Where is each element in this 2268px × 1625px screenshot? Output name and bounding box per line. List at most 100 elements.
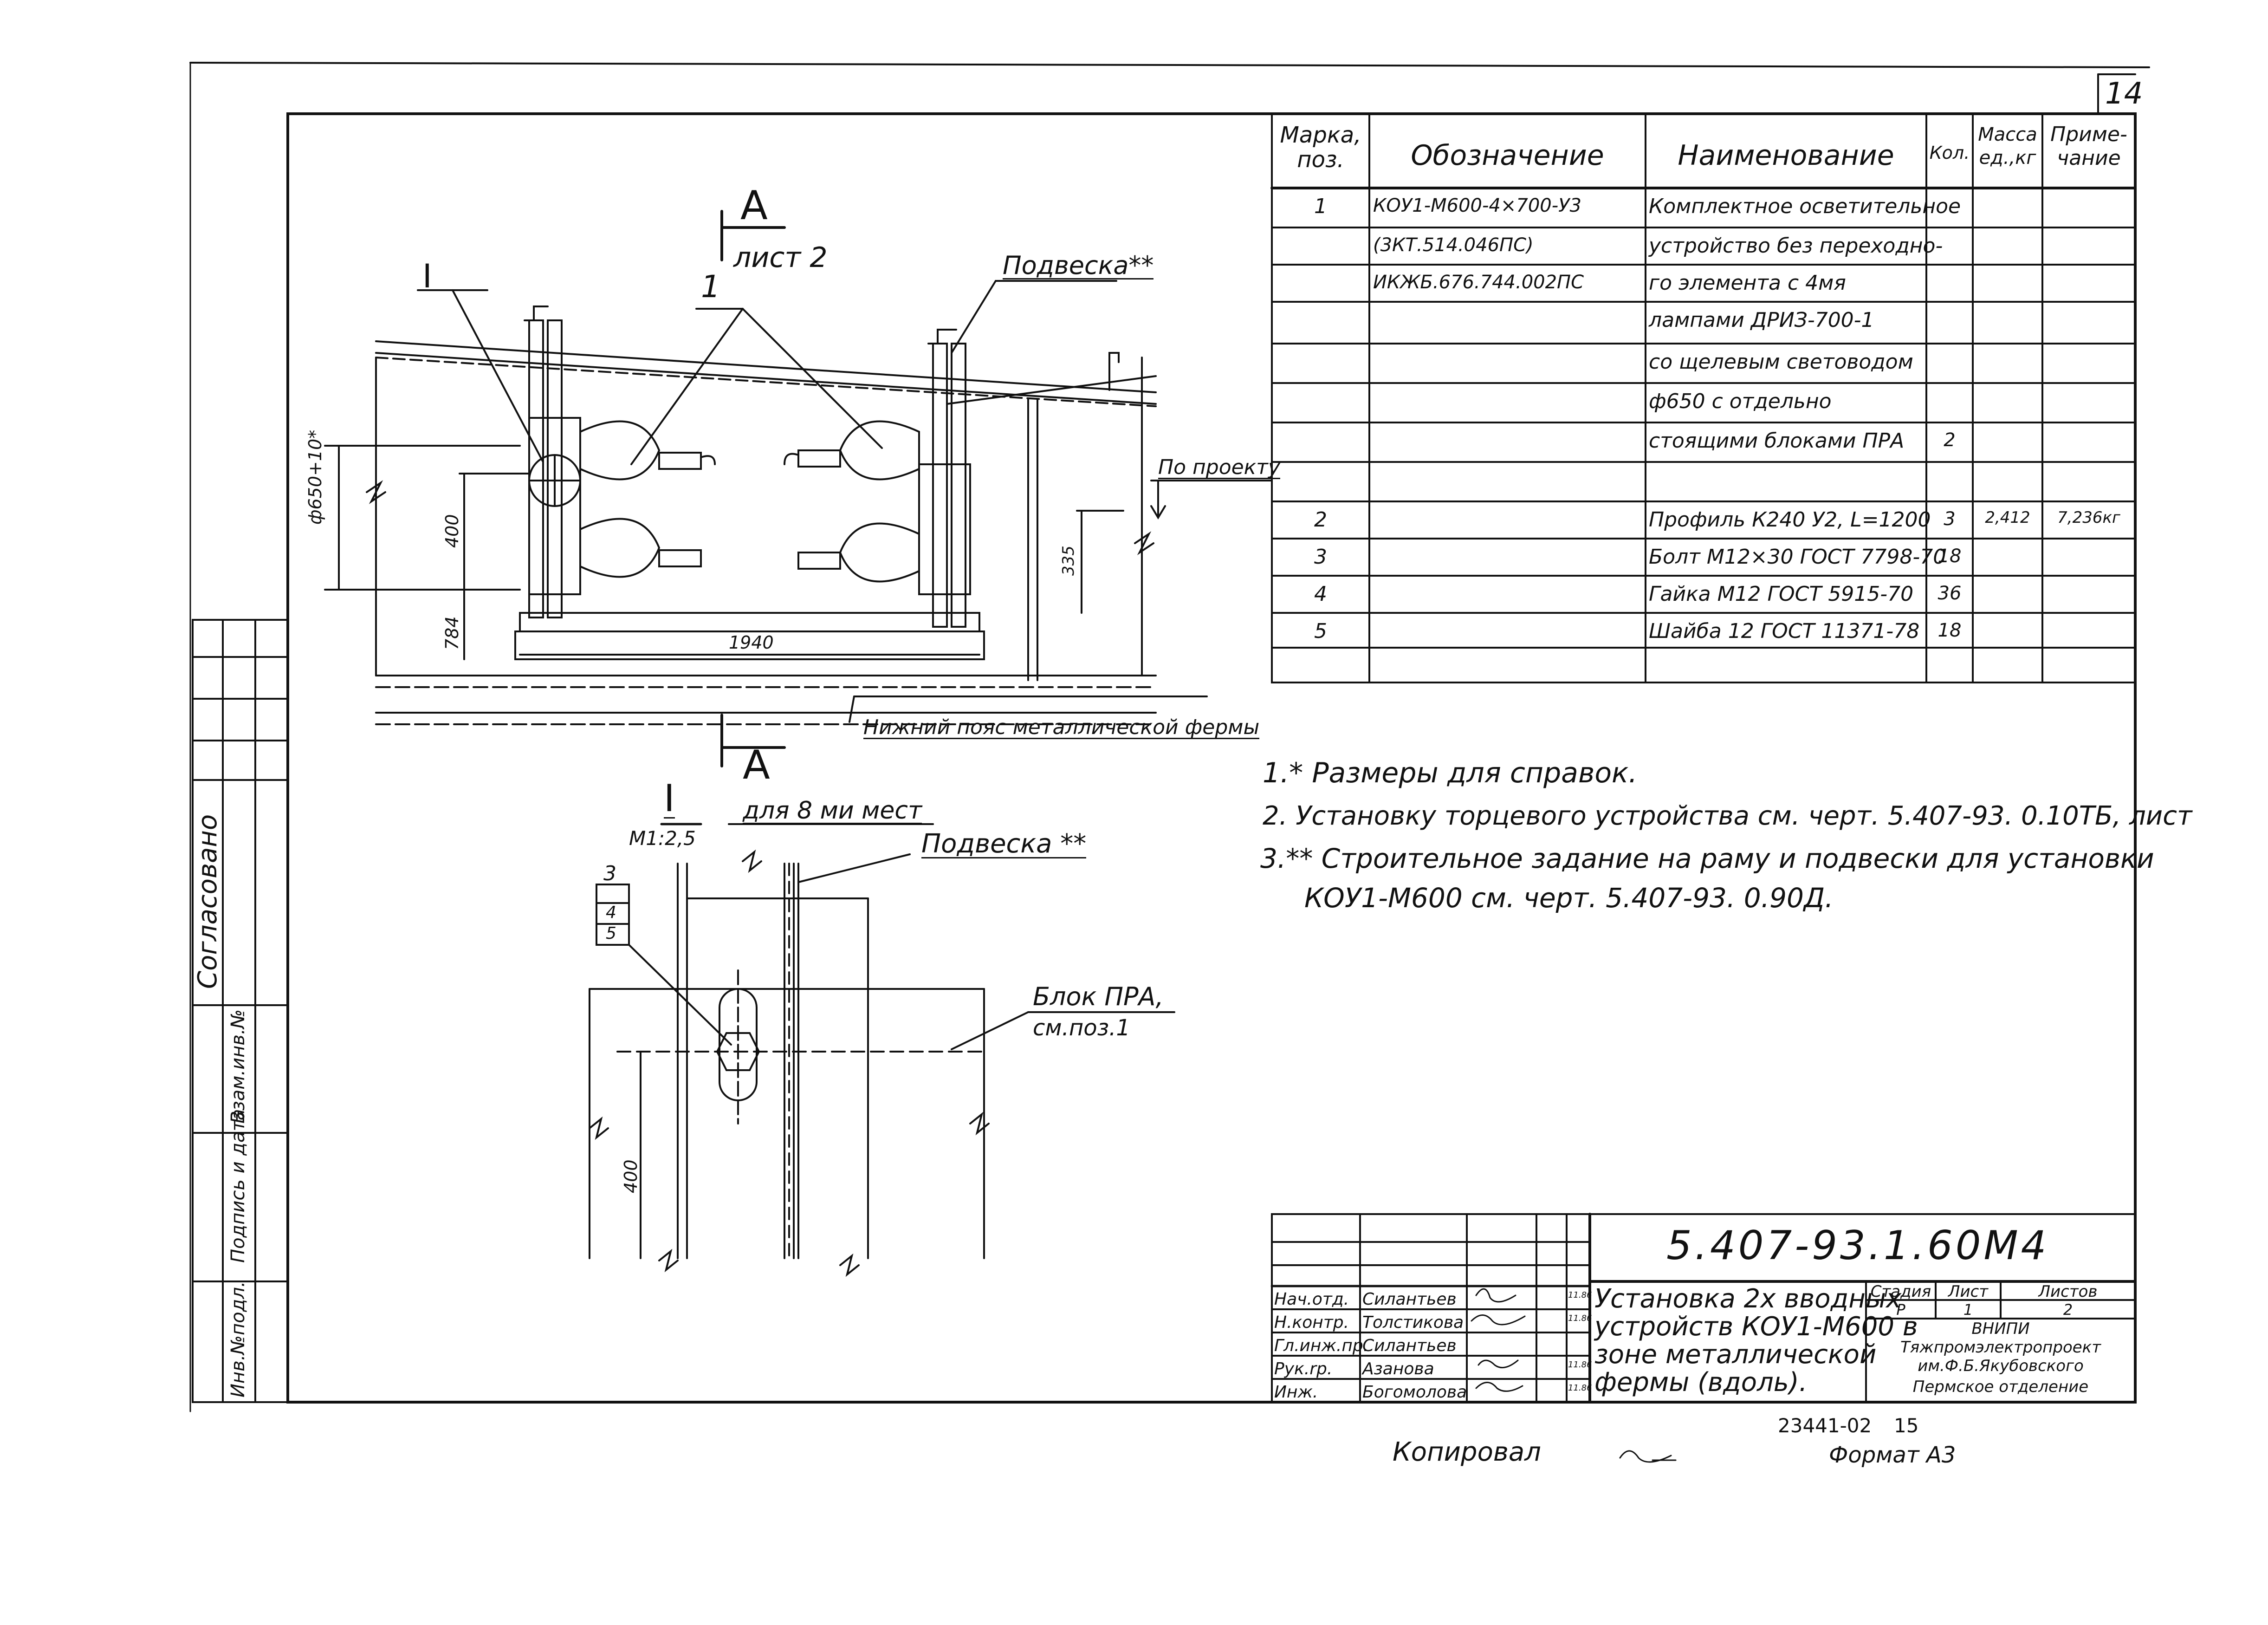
left-margin-table	[192, 619, 289, 1403]
dim-diameter: ф650+10*	[305, 429, 325, 525]
by-project-label: По проекту	[1158, 455, 1280, 479]
spec-cell-name: со щелевым световодом	[1649, 350, 1913, 374]
dim-1940: 1940	[729, 632, 774, 653]
staff-date: 11.86	[1568, 1383, 1592, 1393]
spec-cell-name: Шайба 12 ГОСТ 11371-78	[1649, 619, 1920, 643]
spec-cell-mark: 4	[1314, 582, 1327, 606]
org-line-1: ВНИПИ	[1971, 1320, 2030, 1338]
suspension-label-detail: Подвеска **	[921, 829, 1087, 859]
staff-name: Толстикова	[1362, 1313, 1464, 1332]
title-line-1: Установка 2х вводных	[1594, 1284, 1902, 1314]
spec-cell-designation: КОУ1-М600-4×700-У3	[1373, 195, 1582, 216]
section-letter-bottom: A	[743, 742, 770, 788]
callout-4: 4	[606, 903, 616, 922]
drawing-frame	[286, 112, 2137, 1404]
sheet-number: 14	[2105, 77, 2143, 111]
dim-335: 335	[1059, 546, 1078, 576]
main-view	[324, 210, 1273, 767]
detail-scale: М1:2,5	[629, 827, 696, 850]
detail-callout-I: I	[422, 257, 432, 295]
dim-784: 784	[442, 616, 462, 650]
spec-cell-name: Гайка М12 ГОСТ 5915-70	[1649, 582, 1914, 606]
header-note: Приме- чание	[2050, 123, 2127, 170]
header-qty: Кол.	[1929, 143, 1970, 163]
lower-chord-label: Нижний пояс металлической фермы	[863, 715, 1260, 739]
spec-cell-name: Болт М12×30 ГОСТ 7798-70	[1649, 545, 1946, 569]
detail-places: для 8 ми мест	[743, 797, 922, 825]
title-line-2: устройств КОУ1-М600 в	[1594, 1312, 1918, 1342]
header-designation: Обозначение	[1411, 139, 1604, 172]
margin-inv-orig: Инв.№подл.	[227, 1281, 249, 1398]
header-mark: Марка, поз.	[1280, 122, 1361, 173]
title-line-4: фермы (вдоль).	[1594, 1367, 1808, 1398]
footer-doc-number: 23441-02	[1778, 1414, 1872, 1437]
block-label-line2: см.поз.1	[1033, 1015, 1130, 1041]
footer-format: Формат А3	[1829, 1442, 1956, 1468]
spec-cell-name: стоящими блоками ПРА	[1649, 429, 1905, 453]
spec-cell-qty: 2	[1944, 429, 1956, 451]
spec-cell-qty: 3	[1944, 508, 1956, 530]
title-block-grid	[1270, 1213, 2137, 1404]
note-1: 1.* Размеры для справок.	[1263, 757, 1638, 789]
sheet-label: Лист	[1948, 1282, 1989, 1301]
callout-5: 5	[606, 924, 616, 943]
spec-cell-qty: 18	[1938, 546, 1962, 567]
header-mass: Масса ед.,кг	[1978, 124, 2037, 169]
spec-cell-name: ф650 с отдельно	[1649, 390, 1832, 413]
footer-copied: Копировал	[1393, 1437, 1541, 1467]
stage-label: Стадия	[1870, 1282, 1931, 1301]
spec-cell-mark: 1	[1314, 195, 1327, 218]
spec-cell-designation: ИКЖБ.676.744.002ПС	[1373, 272, 1584, 293]
org-line-2: Тяжпромэлектропроект	[1900, 1338, 2101, 1357]
sheet-value: 1	[1963, 1301, 1973, 1319]
pos-callout-1: 1	[701, 269, 720, 305]
section-letter-top: A	[740, 182, 768, 229]
spec-cell-mass: 2,412	[1985, 508, 2030, 527]
block-label-line1: Блок ПРА,	[1033, 982, 1164, 1011]
spec-cell-name: го элемента с 4мя	[1649, 271, 1846, 295]
staff-date: 11.86	[1568, 1360, 1592, 1370]
stage-value: Р	[1896, 1301, 1905, 1319]
note-3: 3.** Строительное задание на раму и подв…	[1260, 843, 2154, 874]
spec-cell-name: устройство без переходно-	[1649, 234, 1943, 258]
spec-cell-name: Комплектное осветительное	[1649, 195, 1961, 218]
staff-name: Силантьев	[1362, 1290, 1457, 1309]
spec-cell-designation: (3КТ.514.046ПС)	[1373, 234, 1534, 256]
dim-400-main: 400	[442, 514, 462, 548]
section-sheet-ref: лист 2	[733, 241, 828, 274]
footer-page: 15	[1894, 1414, 1919, 1437]
callout-3: 3	[603, 862, 616, 885]
spec-cell-mark: 5	[1314, 619, 1327, 643]
suspension-label-main: Подвеска**	[1003, 251, 1154, 280]
margin-sign-date: Подпись и дата	[227, 1109, 249, 1263]
staff-date: 11.86	[1568, 1313, 1592, 1323]
title-line-3: зоне металлической	[1594, 1339, 1877, 1370]
margin-agreed: Согласовано	[193, 814, 223, 989]
spec-cell-mark: 2	[1314, 508, 1327, 532]
spec-cell-qty: 18	[1938, 620, 1962, 641]
staff-role: Нач.отд.	[1274, 1290, 1349, 1309]
detail-view	[589, 823, 1175, 1277]
note-3-cont: КОУ1-М600 см. черт. 5.407-93. 0.90Д.	[1304, 882, 1834, 914]
staff-name: Богомолова	[1362, 1383, 1467, 1402]
dim-400-detail: 400	[621, 1159, 641, 1193]
org-line-4: Пермское отделение	[1912, 1378, 2089, 1396]
header-name: Наименование	[1678, 139, 1894, 172]
staff-name: Силантьев	[1362, 1336, 1457, 1355]
spec-cell-qty: 36	[1938, 583, 1962, 604]
note-2: 2. Установку торцевого устройства см. че…	[1263, 801, 2192, 831]
staff-name: Азанова	[1362, 1359, 1434, 1378]
spec-cell-name: Профиль К240 У2, L=1200	[1649, 508, 1931, 532]
sheets-label: Листов	[2038, 1282, 2098, 1301]
spec-table-grid	[1270, 113, 2137, 683]
detail-roman: I	[664, 777, 675, 820]
spec-cell-mark: 3	[1314, 545, 1327, 569]
staff-role: Рук.rp.	[1274, 1359, 1333, 1378]
document-code: 5.407-93.1.60М4	[1666, 1222, 2049, 1269]
spec-cell-note: 7,236кг	[2057, 508, 2120, 527]
org-line-3: им.Ф.Б.Якубовского	[1918, 1357, 2084, 1375]
staff-date: 11.86	[1568, 1290, 1592, 1300]
margin-replace-inv: Взам.инв.№	[227, 1009, 249, 1124]
sheets-value: 2	[2063, 1301, 2073, 1319]
